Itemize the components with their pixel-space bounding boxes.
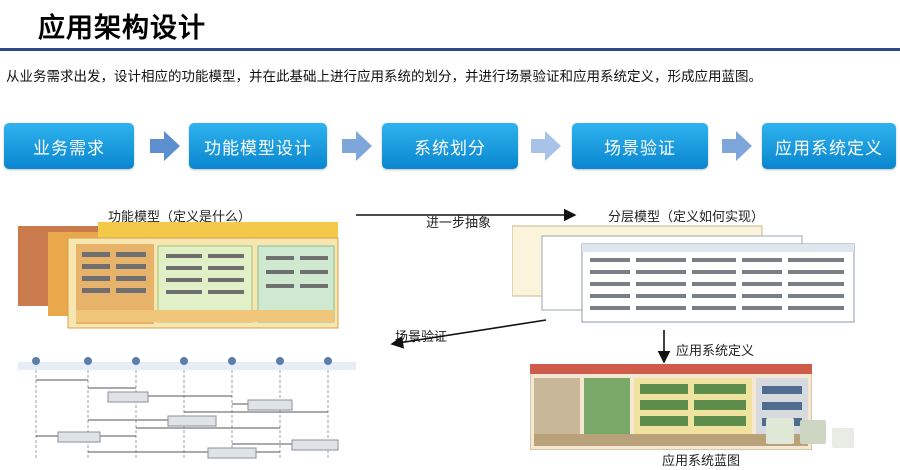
scenario-validation-thumbnail: [18, 357, 356, 460]
system-definition-label: 应用系统定义: [676, 344, 755, 359]
watermark-patch: [766, 418, 794, 444]
step-scenario-validation: 场景验证: [572, 123, 708, 169]
right-arrow-icon: [722, 131, 752, 161]
step-system-partition: 系统划分: [382, 123, 518, 169]
intro-text: 从业务需求出发，设计相应的功能模型，并在此基础上进行应用系统的划分，并进行场景验…: [6, 69, 762, 85]
right-arrow-icon: [531, 131, 561, 161]
right-arrow-icon: [342, 131, 372, 161]
page-title: 应用架构设计: [38, 13, 206, 44]
right-arrow-icon: [150, 131, 180, 161]
blueprint-label: 应用系统蓝图: [662, 454, 741, 469]
step-business-requirement: 业务需求: [4, 123, 134, 169]
blueprint-thumbnail: [530, 364, 812, 450]
layered-model-label: 分层模型（定义如何实现）: [608, 210, 765, 225]
validation-arrow: [390, 319, 547, 349]
watermark-patch: [832, 428, 854, 448]
step-application-system-definition: 应用系统定义: [762, 123, 896, 169]
further-abstract-label: 进一步抽象: [426, 216, 492, 231]
title-divider: [0, 48, 900, 51]
step-functional-model-design: 功能模型设计: [189, 123, 327, 169]
functional-model-thumbnail: [18, 222, 339, 329]
layered-model-thumbnail: [512, 225, 855, 323]
functional-model-label: 功能模型（定义是什么）: [108, 210, 252, 225]
watermark-patch: [800, 420, 826, 444]
